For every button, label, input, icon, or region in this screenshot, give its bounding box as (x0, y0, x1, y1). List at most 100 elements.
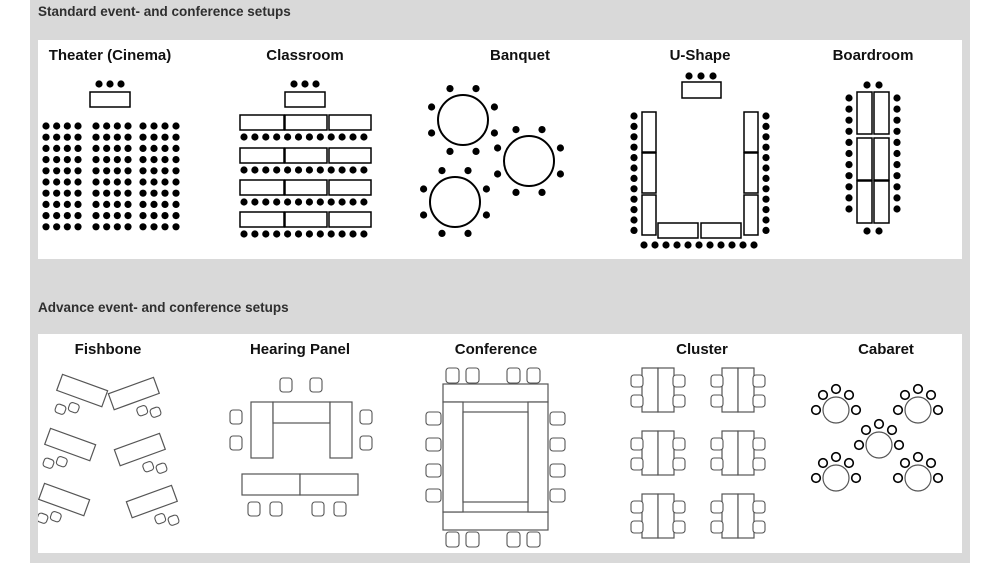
table-rect (107, 376, 161, 411)
seat-dot (63, 200, 71, 208)
chair (549, 437, 566, 452)
seat-dot (92, 223, 100, 231)
seat-dot (53, 122, 61, 130)
table-rect (55, 373, 109, 408)
chair (710, 457, 724, 471)
seat-dot (53, 156, 61, 164)
chair (425, 437, 442, 452)
seat-dot (150, 178, 158, 186)
seat-dot (42, 133, 50, 141)
chair (892, 472, 904, 484)
chair (899, 457, 911, 469)
seat-dot (150, 212, 158, 220)
seat-dot (150, 144, 158, 152)
chair (843, 457, 855, 469)
seat-dot (875, 227, 883, 235)
seat-dot (863, 81, 871, 89)
seat-dot (762, 122, 770, 130)
chair (55, 456, 68, 468)
fishbone-table-group (125, 484, 180, 526)
seat-dot (139, 178, 147, 186)
seat-dot (360, 133, 368, 141)
seat-dot (92, 133, 100, 141)
table-rect (239, 147, 285, 164)
seat-dot (124, 144, 132, 152)
table-rect (43, 427, 97, 462)
setup-label: Theater (Cinema) (49, 47, 172, 64)
chair (359, 435, 373, 451)
seat-dot (42, 122, 50, 130)
seat-dot (42, 167, 50, 175)
table-rect (743, 111, 759, 153)
seat-dot (139, 189, 147, 197)
seat-dot (150, 122, 158, 130)
seat-dot (92, 212, 100, 220)
chair (752, 374, 766, 388)
seat-dot (845, 183, 853, 191)
seat-dot (762, 185, 770, 193)
table-rect (241, 473, 301, 496)
table-rect (89, 91, 131, 108)
seat-dot (92, 156, 100, 164)
seat-dot (630, 206, 638, 214)
seat-dot (74, 178, 82, 186)
seat-dot (139, 122, 147, 130)
seat-dot (630, 133, 638, 141)
seat-dot (161, 122, 169, 130)
seat-dot (438, 229, 446, 238)
seat-dot (284, 166, 292, 174)
seat-dot (327, 230, 335, 238)
seat-dot (172, 167, 180, 175)
seat-dot (161, 156, 169, 164)
table-rect (329, 401, 353, 459)
seat-dot (124, 156, 132, 164)
table-rect (38, 482, 91, 517)
seat-dot (161, 167, 169, 175)
table-rect (328, 179, 372, 196)
seat-dot (124, 200, 132, 208)
seat-dot (875, 81, 883, 89)
seat-dot (685, 72, 693, 80)
seat-dot (630, 174, 638, 182)
seat-dot (124, 122, 132, 130)
seat-dot (512, 125, 520, 134)
section-title-advance: Advance event- and conference setups (38, 300, 289, 315)
seat-dot (53, 212, 61, 220)
seat-dot (139, 200, 147, 208)
seat-dot (240, 133, 248, 141)
table-rect (873, 137, 890, 181)
chair (154, 513, 167, 525)
seat-dot (63, 223, 71, 231)
seat-dot (74, 156, 82, 164)
chair (843, 389, 855, 401)
seat-dot (74, 144, 82, 152)
seat-dot (139, 223, 147, 231)
seat-dot (262, 133, 270, 141)
setup-label: Classroom (266, 47, 344, 64)
seat-dot (349, 230, 357, 238)
seat-dot (284, 133, 292, 141)
seat-dot (893, 127, 901, 135)
seat-dot (113, 212, 121, 220)
table-rect (657, 367, 675, 413)
table-rect (856, 180, 873, 224)
table-rect (284, 147, 328, 164)
seat-dot (42, 212, 50, 220)
seat-dot (706, 241, 714, 249)
seat-dot (893, 94, 901, 102)
chair (549, 411, 566, 426)
seat-dot (53, 144, 61, 152)
seat-dot (556, 170, 565, 178)
seat-dot (305, 133, 313, 141)
seat-dot (150, 200, 158, 208)
round-table (904, 464, 932, 492)
fishbone-table-group (107, 376, 162, 418)
seat-dot (893, 105, 901, 113)
seat-dot (360, 230, 368, 238)
chair (850, 472, 862, 484)
seat-dot (240, 166, 248, 174)
seat-dot (284, 230, 292, 238)
seat-dot (845, 94, 853, 102)
seat-dot (161, 178, 169, 186)
table-rect (657, 493, 675, 539)
